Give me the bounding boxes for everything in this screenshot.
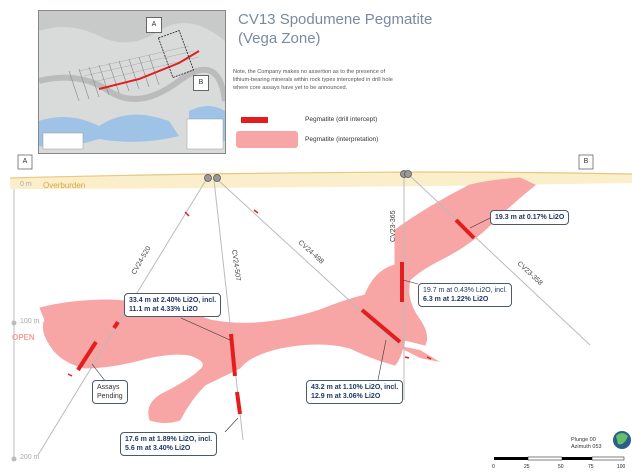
section-label-a: A xyxy=(22,158,28,165)
intercept-cv24-498 xyxy=(360,308,402,344)
depth-label-200: 200 m xyxy=(20,454,40,461)
legend-interpretation-swatch xyxy=(236,131,298,148)
scale-label-50: 50 xyxy=(558,464,564,470)
intercept-minor-1 xyxy=(184,211,190,217)
pegmatite-interpretation xyxy=(39,177,536,423)
callout-cv24-498: 43.2 m at 1.10% Li2O, incl. 12.9 m at 3.… xyxy=(306,380,404,404)
hole-label-cv23-365: CV23-365 xyxy=(390,210,397,242)
intercept-cv23-358 xyxy=(454,218,476,240)
hole-label-cv24-507: CV24-507 xyxy=(230,249,241,281)
depth-tick-100 xyxy=(11,320,17,326)
pointer-c1 xyxy=(469,217,491,229)
callout-assays-pending: Assays Pending xyxy=(92,380,128,404)
azimuth-label: Azimuth 053 xyxy=(571,444,602,450)
callout-cv24-507-line2: 11.1 m at 4.33% Li2O xyxy=(129,306,198,313)
pegmatite-branch xyxy=(395,345,440,362)
callout-cv23-365: 19.7 m at 0.43% Li2O, incl. 6.3 m at 1.2… xyxy=(418,283,513,307)
disclaimer-note: Note, the Company makes no assertion as … xyxy=(233,69,393,91)
scale-label-25: 25 xyxy=(524,464,530,470)
collar-4 xyxy=(404,170,412,178)
orientation-globe-land xyxy=(616,433,628,445)
scale-label-75: 75 xyxy=(588,464,594,470)
callout-cv24-507-lower: 17.6 m at 1.89% Li2O, incl. 5.6 m at 3.4… xyxy=(120,432,218,456)
pointer-c5 xyxy=(224,417,239,433)
inset-map: A B xyxy=(38,10,226,154)
hole-label-cv24-498: CV24-498 xyxy=(297,239,325,265)
collar-group-1 xyxy=(204,174,221,182)
pointer-c3 xyxy=(180,317,231,341)
callout-cv24-507-line1: 33.4 m at 2.40% Li2O, incl. xyxy=(129,297,217,304)
section-label-b: B xyxy=(583,158,589,165)
scale-seg-1 xyxy=(494,457,528,460)
hole-label-cv23-358: CV23-358 xyxy=(516,260,544,287)
pointer-c6 xyxy=(91,363,107,383)
intercept-minor-2 xyxy=(253,209,259,214)
overburden-band xyxy=(10,172,632,189)
callout-assays-pending-line2: Pending xyxy=(97,393,123,400)
collar-group-2 xyxy=(400,170,412,178)
section-label-b-box xyxy=(578,154,594,170)
scale-label-100: 100 xyxy=(617,464,626,470)
scale-seg-3 xyxy=(562,457,592,460)
page-title: CV13 Spodumene Pegmatite (Vega Zone) xyxy=(238,10,432,48)
title-line-2: (Vega Zone) xyxy=(238,30,321,47)
intercept-cv24-520 xyxy=(76,340,98,372)
pointer-c4 xyxy=(377,339,387,381)
intercept-minor-5 xyxy=(67,373,73,377)
callout-cv23-358: 19.3 m at 0.17% Li2O xyxy=(490,210,570,225)
intercept-cv24-507-lower xyxy=(235,391,242,415)
hole-label-cv24-520: CV24-520 xyxy=(131,245,153,276)
collar-2 xyxy=(213,174,221,182)
callout-cv24-507-lower-line1: 17.6 m at 1.89% Li2O, incl. xyxy=(125,436,213,443)
drillhole-cv24-498 xyxy=(217,179,401,348)
legend-drill-intercept-swatch xyxy=(241,117,268,123)
drillhole-cv24-520 xyxy=(37,179,207,456)
callout-cv24-498-line2: 12.9 m at 3.06% Li2O xyxy=(311,393,381,400)
intercept-cv24-507 xyxy=(229,333,237,377)
callout-cv23-365-line1: 19.7 m at 0.43% Li2O, incl. xyxy=(423,287,508,294)
callout-cv23-358-line1: 19.3 m at 0.17% Li2O xyxy=(495,214,565,221)
intercept-minor-4 xyxy=(426,356,432,360)
scale-label-0: 0 xyxy=(492,464,495,470)
callout-cv24-507: 33.4 m at 2.40% Li2O, incl. 11.1 m at 4.… xyxy=(124,293,222,317)
scale-seg-2 xyxy=(527,456,563,461)
section-label-a-box xyxy=(17,154,33,170)
plunge-label: Plunge 00 xyxy=(571,437,596,443)
intercept-minor-3 xyxy=(404,356,410,359)
callout-cv24-498-line1: 43.2 m at 1.10% Li2O, incl. xyxy=(311,384,399,391)
scale-seg-4 xyxy=(591,456,625,461)
callout-cv24-507-lower-line2: 5.6 m at 3.40% Li2O xyxy=(125,445,191,452)
open-label: OPEN xyxy=(12,333,35,342)
intercept-cv24-520-top xyxy=(112,320,120,330)
legend-interpretation-label: Pegmatite (interpretation) xyxy=(305,136,379,143)
depth-label-0: 0 m xyxy=(20,181,32,188)
drillhole-cv23-358 xyxy=(407,173,591,346)
callout-assays-pending-line1: Assays xyxy=(97,384,120,391)
depth-tick-200 xyxy=(11,456,17,462)
overburden-top-line xyxy=(9,171,632,179)
collar-1 xyxy=(204,174,212,182)
scale-bar xyxy=(494,456,625,461)
pointer-c2 xyxy=(402,279,419,285)
callout-cv23-365-line2: 6.3 m at 1.22% Li2O xyxy=(423,296,489,303)
title-line-1: CV13 Spodumene Pegmatite xyxy=(238,11,433,28)
inset-label-a: A xyxy=(146,17,162,33)
depth-label-100: 100 m xyxy=(20,318,40,325)
inset-map-graphic xyxy=(39,11,225,153)
inset-label-b: B xyxy=(193,75,209,91)
legend-drill-intercept-label: Pegmatite (drill intercept) xyxy=(305,116,378,123)
overburden-label: Overburden xyxy=(43,181,86,190)
